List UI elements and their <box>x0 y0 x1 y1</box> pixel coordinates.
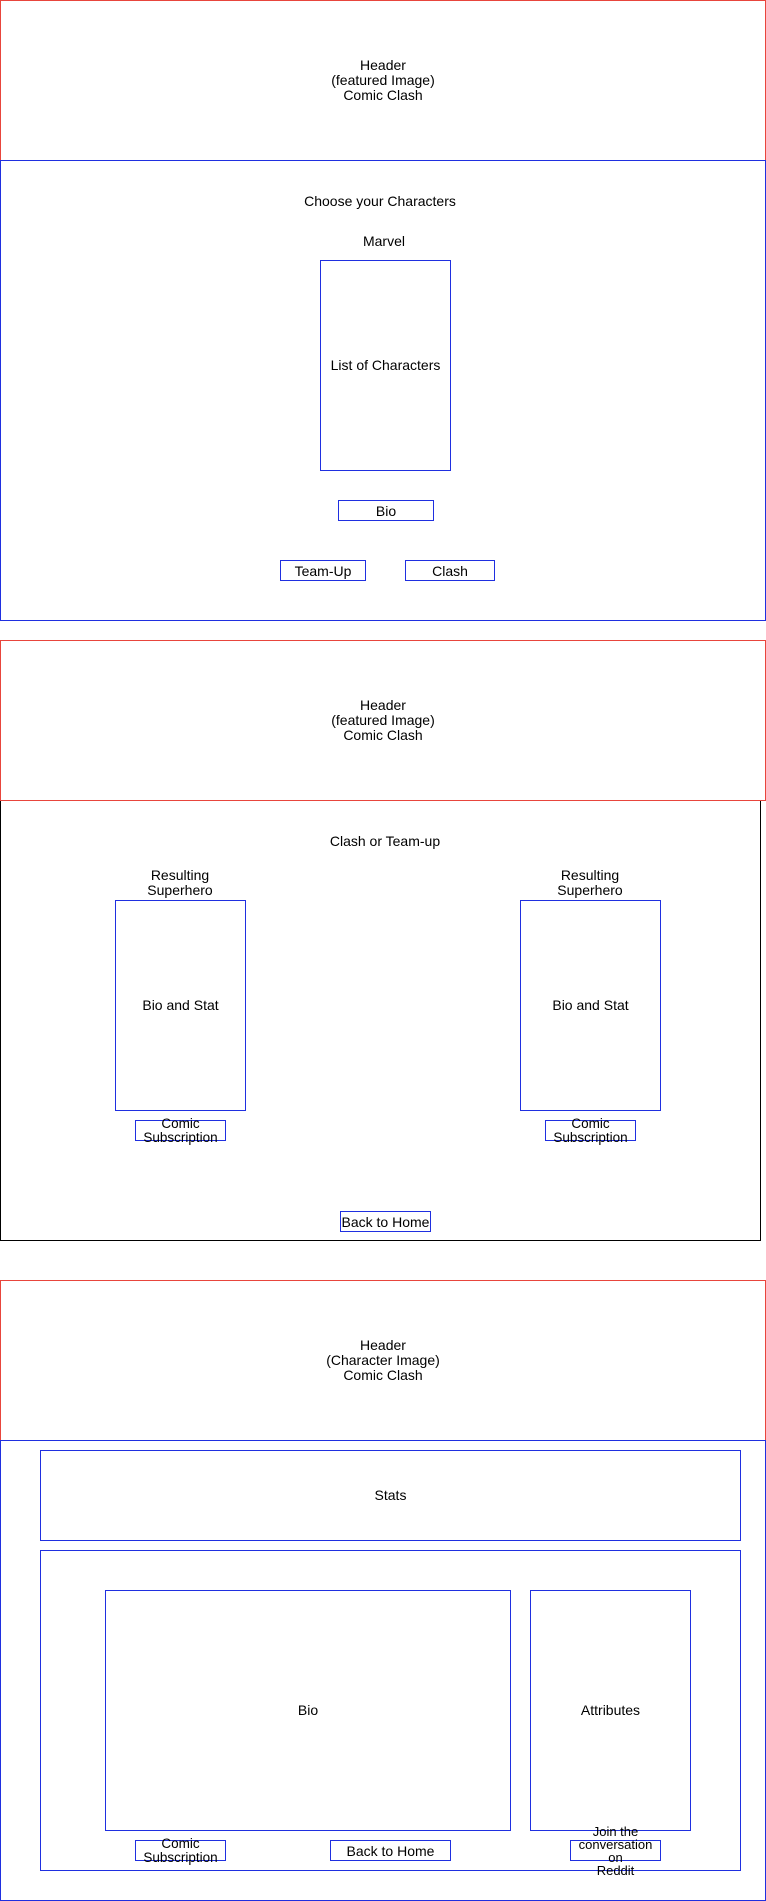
screen1-title: Choose your Characters <box>304 193 456 209</box>
right-comic-subscription-button[interactable]: Comic Subscription <box>545 1117 636 1144</box>
left-result-caption: Resulting Superhero <box>147 867 213 898</box>
screen3-header: Header (Character Image) Comic Clash <box>0 1280 766 1441</box>
left-comic-subscription-button[interactable]: Comic Subscription <box>135 1117 226 1144</box>
screen3-header-text: Header (Character Image) Comic Clash <box>326 1337 440 1383</box>
attributes-label: Attributes <box>580 1702 641 1719</box>
screen1-header: Header (featured Image) Comic Clash <box>0 0 766 161</box>
screen2-header-text: Header (featured Image) Comic Clash <box>331 697 435 743</box>
details-panel <box>40 1550 741 1871</box>
screen3-back-home-button[interactable]: Back to Home <box>330 1840 451 1861</box>
right-bio-stat-label: Bio and Stat <box>552 997 629 1014</box>
character-list-label: List of Characters <box>330 357 441 374</box>
screen2-title: Clash or Team-up <box>329 833 441 849</box>
stats-panel: Stats <box>40 1450 741 1541</box>
screen2-back-home-button[interactable]: Back to Home <box>340 1211 431 1232</box>
publisher-label: Marvel <box>362 233 405 249</box>
team-up-button[interactable]: Team-Up <box>280 560 366 581</box>
stats-label: Stats <box>374 1487 407 1504</box>
left-bio-stat-card: Bio and Stat <box>115 900 246 1111</box>
screen3-comic-subscription-button[interactable]: Comic Subscription <box>135 1837 226 1864</box>
clash-button[interactable]: Clash <box>405 560 495 581</box>
reddit-join-button[interactable]: Join the conversation on Reddit <box>570 1825 661 1877</box>
bio-button[interactable]: Bio <box>338 500 434 521</box>
right-result-caption: Resulting Superhero <box>557 867 623 898</box>
right-bio-stat-card: Bio and Stat <box>520 900 661 1111</box>
attributes-panel: Attributes <box>530 1590 691 1831</box>
screen2-header: Header (featured Image) Comic Clash <box>0 640 766 801</box>
bio-panel: Bio <box>105 1590 511 1831</box>
bio-label: Bio <box>297 1702 319 1719</box>
screen1-header-text: Header (featured Image) Comic Clash <box>331 57 435 103</box>
character-list[interactable]: List of Characters <box>320 260 451 471</box>
left-bio-stat-label: Bio and Stat <box>142 997 219 1014</box>
